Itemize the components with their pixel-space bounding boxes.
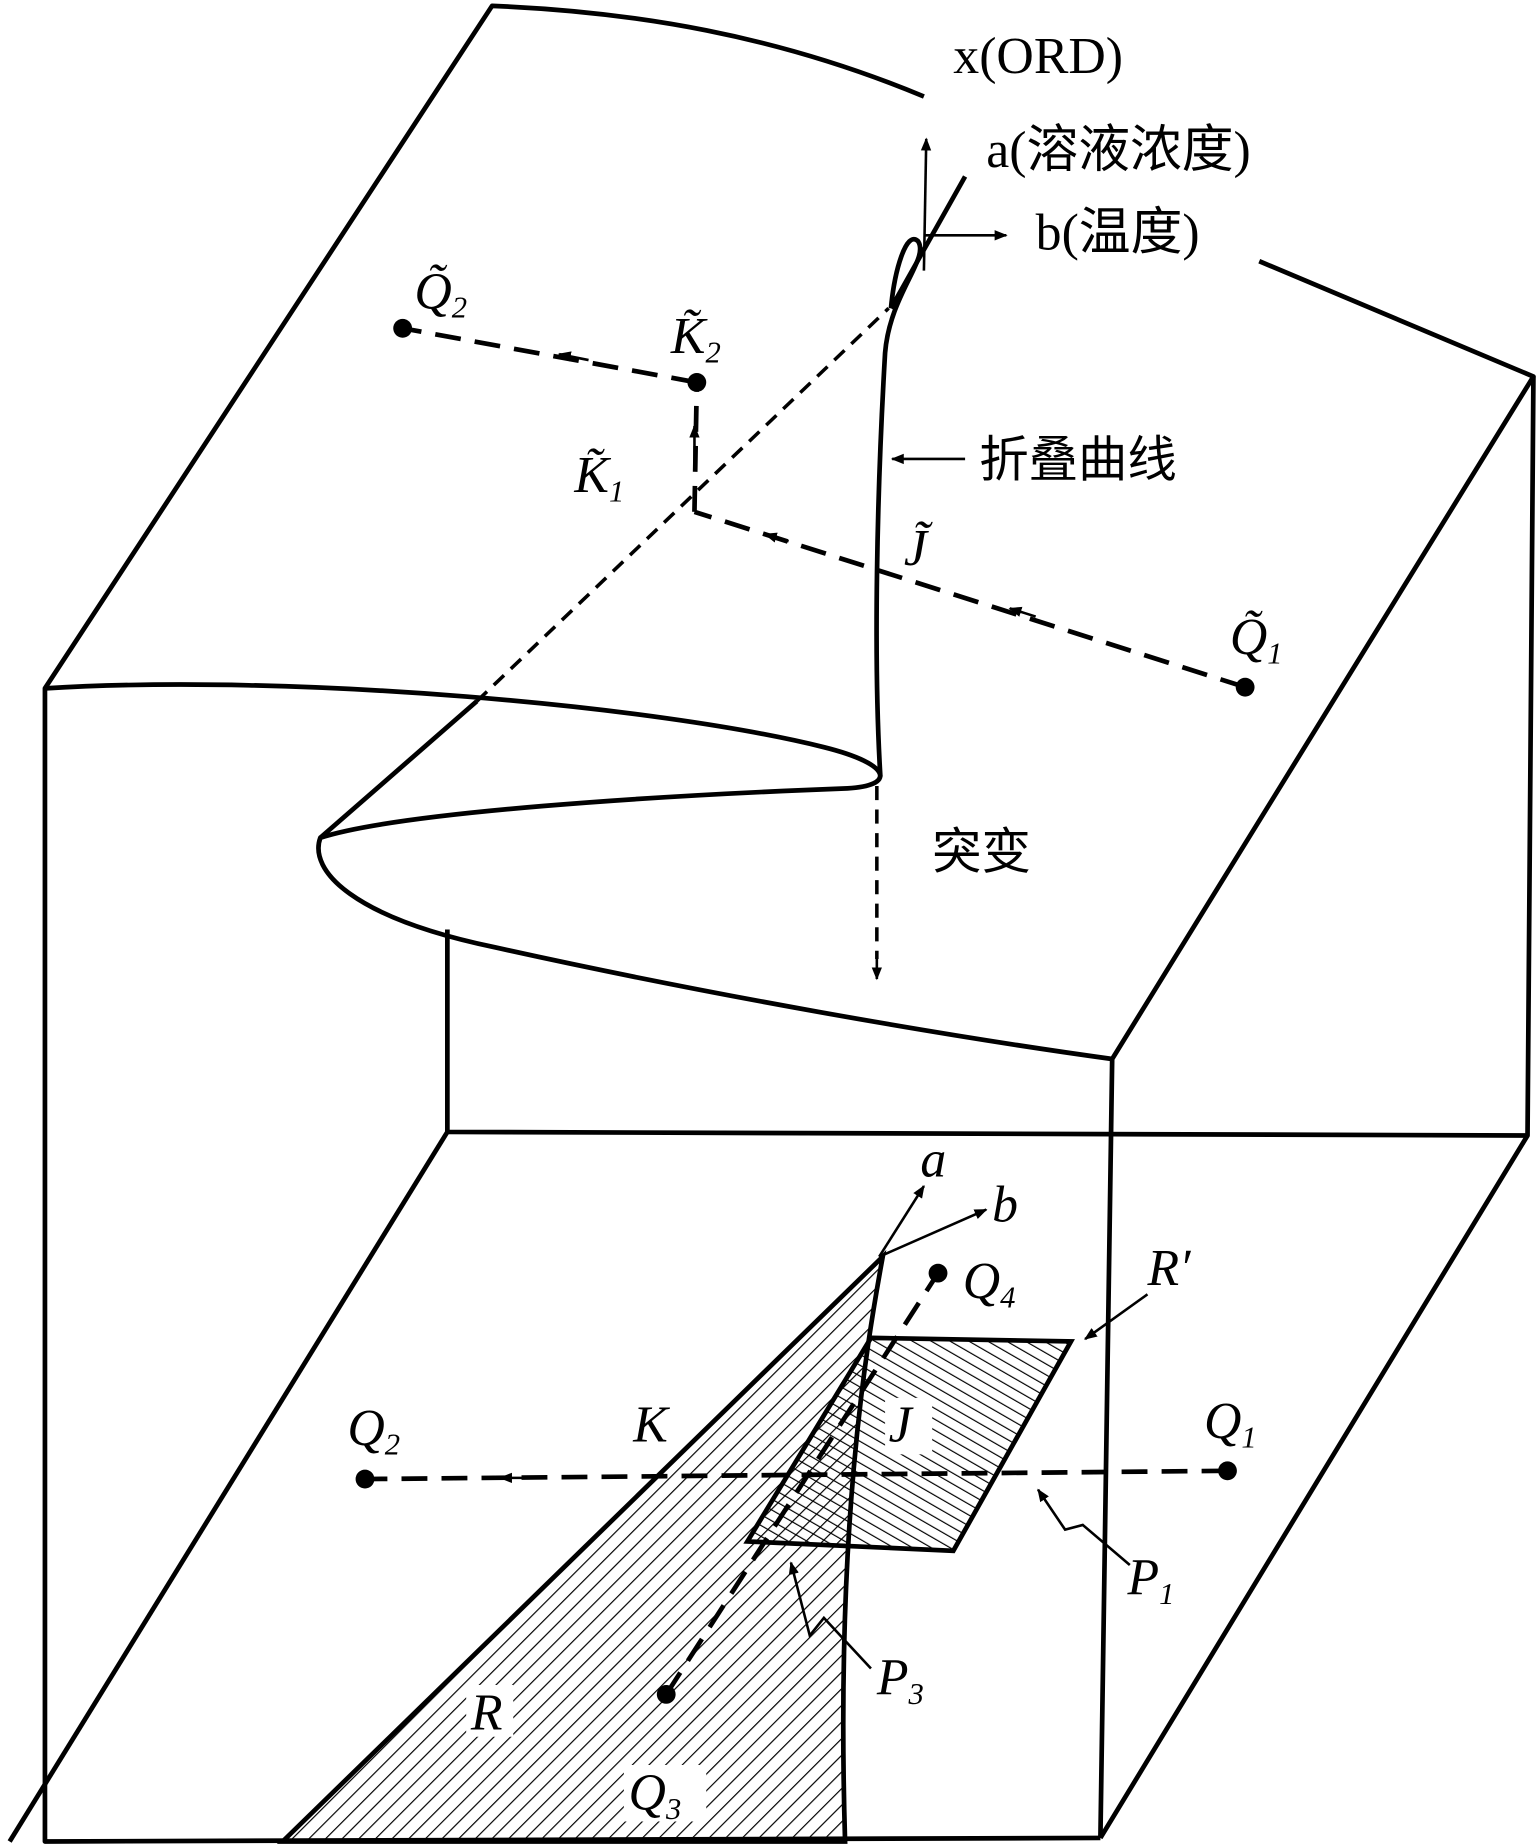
surface-fold-edge bbox=[44, 682, 1113, 1062]
label-q3-bg bbox=[623, 1764, 707, 1822]
label-r-prime: R′ bbox=[1146, 1240, 1191, 1297]
path-q1-to-q2 bbox=[364, 1468, 1228, 1482]
fold-surface bbox=[44, 175, 1113, 1062]
label-p3: P3 bbox=[876, 1649, 924, 1710]
inner-back-edges bbox=[445, 929, 1528, 1138]
fold-projection-solid bbox=[318, 699, 479, 840]
top-trajectory: Q̃2 K̃2 K̃1 J̃ Q̃1 折叠曲线 突变 bbox=[393, 263, 1283, 981]
point-q2-tilde bbox=[393, 318, 413, 338]
label-j: J bbox=[889, 1396, 914, 1453]
a-label-bottom: a bbox=[920, 1132, 946, 1189]
diagram-mark: K̃ bbox=[670, 308, 708, 365]
direction-arrow bbox=[1008, 606, 1037, 618]
label-p1: P1 bbox=[1126, 1549, 1174, 1610]
diagram-mark: P bbox=[876, 1649, 909, 1706]
label-k2-tilde: K̃2 bbox=[670, 308, 721, 369]
path-k2-to-q2 bbox=[402, 325, 698, 385]
direction-arrow bbox=[763, 532, 789, 543]
diagram-mark: P bbox=[1126, 1549, 1159, 1606]
diagram-mark: Q bbox=[347, 1400, 384, 1457]
p1-pointer bbox=[1036, 1488, 1131, 1566]
label-k1-tilde: K̃1 bbox=[573, 447, 624, 508]
label-q4: Q4 bbox=[963, 1253, 1016, 1314]
label-q1: Q1 bbox=[1204, 1393, 1257, 1454]
box-left-edges bbox=[42, 3, 1101, 1844]
fold-curve-top bbox=[888, 175, 968, 310]
diagram-mark: 2 bbox=[705, 335, 720, 369]
label-q3: Q3 bbox=[629, 1765, 682, 1826]
diagram-mark: 3 bbox=[907, 1677, 923, 1711]
p3-pointer bbox=[788, 1561, 872, 1670]
diagram-mark: 1 bbox=[1267, 637, 1282, 671]
label-q2: Q2 bbox=[347, 1400, 400, 1461]
point-q3 bbox=[656, 1684, 676, 1704]
diagram-mark: 1 bbox=[1241, 1420, 1256, 1454]
label-r-bg bbox=[466, 1684, 514, 1737]
b-axis-arrow-bottom bbox=[878, 1208, 988, 1258]
a-axis-arrow-bottom bbox=[878, 1184, 926, 1258]
diagram-mark: Q̃ bbox=[1230, 609, 1267, 666]
catastrophe-label: 突变 bbox=[932, 822, 1031, 880]
point-q4 bbox=[928, 1263, 948, 1283]
diagram-mark: 1 bbox=[1159, 1577, 1174, 1611]
point-q1 bbox=[1218, 1461, 1237, 1481]
label-q2-tilde: Q̃2 bbox=[414, 263, 467, 324]
box-outline bbox=[7, 3, 1536, 1844]
point-k2-tilde bbox=[687, 373, 707, 392]
diagram-mark: 2 bbox=[452, 291, 467, 325]
fold-projection-dashed bbox=[475, 307, 890, 703]
fold-curve-label: 折叠曲线 bbox=[979, 431, 1177, 489]
point-q1-tilde bbox=[1235, 677, 1255, 697]
direction-arrow bbox=[557, 351, 589, 362]
point-q2 bbox=[355, 1469, 375, 1489]
path-q3-to-q4 bbox=[664, 1271, 941, 1696]
top-axes: x(ORD) a(溶液浓度) b(温度) bbox=[920, 28, 1251, 271]
b-axis-label: b(温度) bbox=[1036, 204, 1200, 261]
box-right-edges bbox=[1098, 376, 1536, 1840]
fold-curve bbox=[874, 236, 923, 777]
x-axis-arrow bbox=[920, 137, 932, 271]
diagram-mark: K̃ bbox=[573, 447, 611, 504]
diagram-mark: 4 bbox=[1000, 1280, 1015, 1314]
diagram-mark: 3 bbox=[665, 1792, 681, 1826]
label-k: K bbox=[632, 1396, 670, 1453]
label-j-bg bbox=[885, 1397, 933, 1455]
box-right-front-edge bbox=[1098, 259, 1536, 1838]
label-j-tilde: J̃ bbox=[904, 520, 933, 577]
diagram-mark: 2 bbox=[385, 1427, 400, 1461]
diagram-mark: Q̃ bbox=[414, 263, 451, 320]
label-r: R bbox=[470, 1685, 503, 1742]
r-prime-pointer bbox=[1084, 1293, 1149, 1341]
b-label-bottom: b bbox=[992, 1176, 1018, 1233]
diagram-mark: Q bbox=[1204, 1393, 1241, 1450]
a-axis-label: a(溶液浓度) bbox=[986, 122, 1251, 179]
control-plane: a b Q4 R′ K J Q2 Q1 P1 P3 R Q3 bbox=[276, 1132, 1257, 1844]
x-axis-label: x(ORD) bbox=[953, 28, 1123, 85]
bottom-plane-left-edge bbox=[7, 1130, 450, 1843]
label-q1-tilde: Q̃1 bbox=[1230, 609, 1283, 670]
diagram-mark: Q bbox=[629, 1765, 666, 1822]
region-r bbox=[276, 1249, 887, 1844]
diagram-mark: Q bbox=[963, 1253, 1000, 1310]
diagram-mark: 1 bbox=[609, 474, 624, 508]
